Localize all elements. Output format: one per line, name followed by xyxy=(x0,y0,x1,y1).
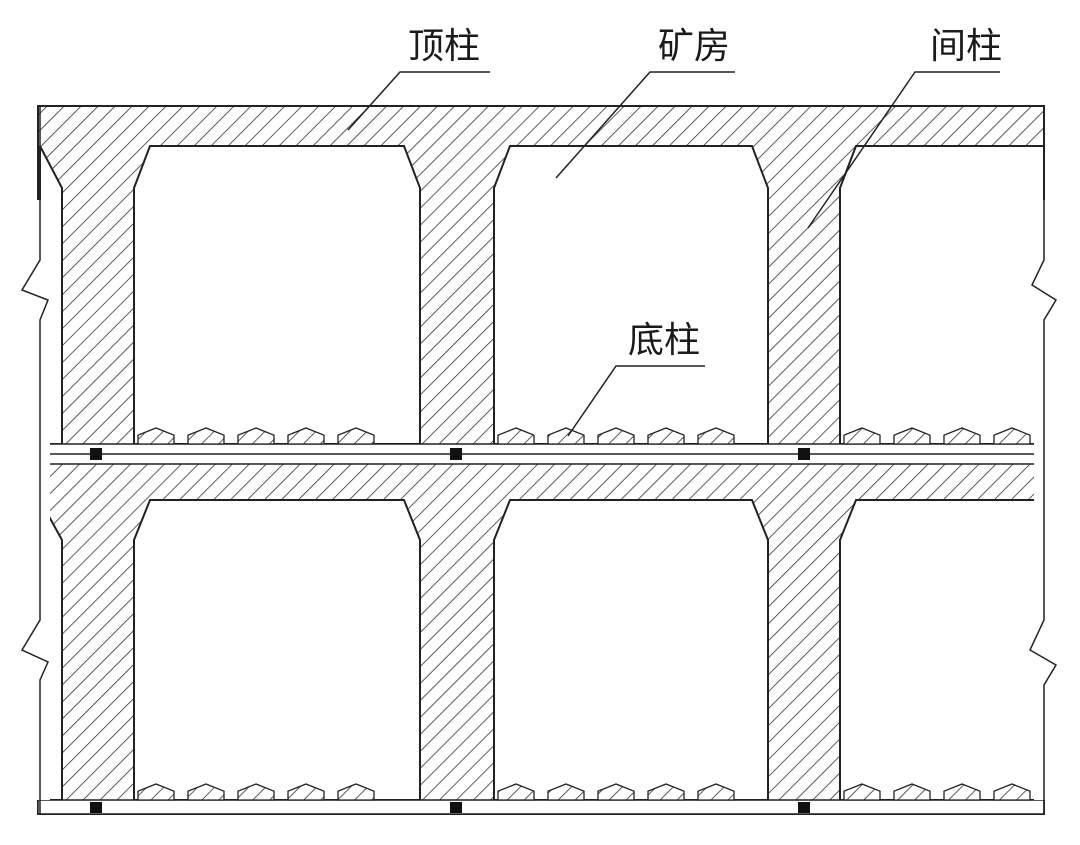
draw-point-funnel xyxy=(647,427,685,445)
label-top-pillar: 顶柱 xyxy=(408,26,480,67)
draw-point-funnel xyxy=(137,783,175,801)
draw-point-funnel xyxy=(547,783,585,801)
draw-point-funnel xyxy=(497,783,535,801)
draw-point-funnel xyxy=(187,427,225,445)
draw-point-funnel xyxy=(893,783,931,801)
draw-point-funnel xyxy=(843,783,881,801)
ore-pass-markers xyxy=(90,448,810,813)
draw-point-funnel xyxy=(893,427,931,445)
leader-stope xyxy=(555,71,735,179)
draw-point-funnel xyxy=(697,427,735,445)
draw-points-lower xyxy=(137,783,1031,801)
draw-point-funnel xyxy=(597,427,635,445)
draw-point-funnel xyxy=(187,783,225,801)
label-stope: 矿房 xyxy=(658,26,730,67)
draw-point-funnel xyxy=(943,427,981,445)
break-line-right xyxy=(1029,106,1074,814)
draw-point-funnel xyxy=(993,783,1031,801)
label-bottom-pillar: 底柱 xyxy=(628,320,700,361)
draw-point-funnel xyxy=(497,427,535,445)
draw-point-funnel xyxy=(943,783,981,801)
haulage-level-lower xyxy=(37,799,1045,815)
draw-point-funnel xyxy=(647,783,685,801)
draw-point-funnel xyxy=(993,427,1031,445)
leader-top-pillar xyxy=(347,71,490,131)
draw-point-funnel xyxy=(137,427,175,445)
draw-point-funnel xyxy=(843,427,881,445)
draw-point-funnel xyxy=(697,783,735,801)
draw-point-funnel xyxy=(337,427,375,445)
draw-point-funnel xyxy=(287,783,325,801)
leader-inter-pillar xyxy=(807,71,1000,229)
draw-point-funnel xyxy=(597,783,635,801)
draw-point-funnel xyxy=(237,427,275,445)
draw-point-funnel xyxy=(237,783,275,801)
leader-lines xyxy=(347,71,1000,437)
label-inter-pillar: 间柱 xyxy=(930,26,1002,67)
leader-bottom-pillar xyxy=(567,365,705,437)
draw-point-funnel xyxy=(337,783,375,801)
haulage-level-upper xyxy=(37,443,1045,465)
break-line-left xyxy=(20,106,50,814)
draw-point-funnel xyxy=(547,427,585,445)
draw-point-funnel xyxy=(287,427,325,445)
draw-points-upper xyxy=(137,427,1031,445)
